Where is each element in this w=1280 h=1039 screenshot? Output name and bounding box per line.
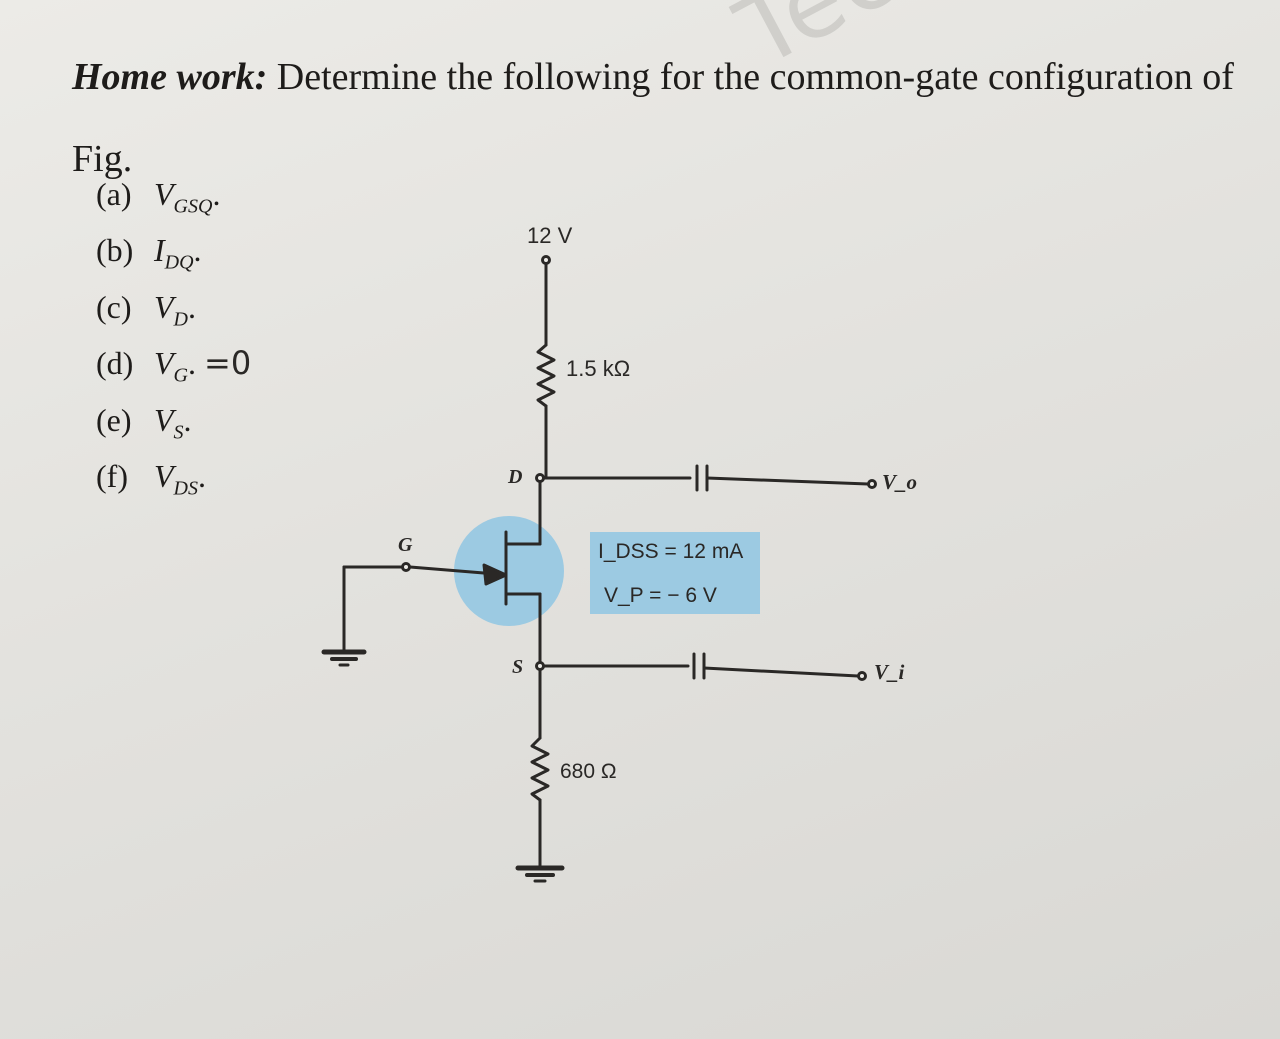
item-subscript: DS [173,477,198,500]
vp-label: V_P = − 6 V [604,584,717,607]
item-suffix: . [212,176,221,212]
problem-statement: Home work: Determine the following for t… [72,36,1262,200]
item-suffix: . [193,232,202,269]
item-subscript: GSQ [173,195,213,218]
drain-node-label: D [508,466,523,488]
item-suffix: . [183,401,192,438]
input-label: V_i [874,660,905,684]
item-subscript: DQ [164,251,194,274]
item-label: (c) [96,288,132,325]
item-symbol: I [154,232,165,269]
item-suffix: . [188,345,196,382]
source-node-label: S [512,656,524,678]
question-item: (e) VS. [96,398,251,454]
output-terminal [867,479,877,489]
question-list: (a)VGSQ. (b)IDQ. (c)VD. (d)VG. =0 (e)VS.… [96,172,251,510]
source-node [535,661,545,671]
idss-label: I_DSS = 12 mA [598,540,744,563]
item-label: (d) [96,345,134,382]
output-label: V_o [882,470,918,494]
gate-lead [408,565,498,576]
item-label: (e) [96,401,132,438]
params-highlight [590,532,760,614]
gate-arrow [482,563,508,586]
question-item: (f) VDS. [96,454,251,510]
input-terminal [857,671,867,681]
supply-label: 12 V [527,223,573,248]
item-label: (b) [96,232,134,269]
item-suffix: . [198,457,206,494]
drain-node [535,473,545,483]
source-resistor-label: 680 Ω [560,760,617,783]
item-subscript: G [173,364,188,387]
item-suffix: . [188,288,196,325]
input-wire [702,666,860,678]
supply-terminal [541,255,551,265]
item-subscript: D [173,308,188,331]
item-label: (f) [96,457,128,494]
handwritten-answer: =0 [204,344,252,383]
item-symbol: V [154,288,174,325]
heading-text: Determine the following for the common-g… [72,56,1234,180]
item-subscript: S [173,420,184,443]
gate-node-label: G [398,534,413,556]
question-item: (d) VG. =0 [96,341,251,397]
source-resistor [530,736,550,802]
item-symbol: V [154,345,174,382]
heading-label: Home work: [72,56,268,98]
item-symbol: V [154,176,174,212]
item-symbol: V [154,401,174,438]
item-symbol: V [154,457,174,494]
item-label: (a) [96,176,132,212]
question-item: (b) IDQ. [96,228,251,284]
question-item: (c) VD. [96,285,251,341]
drain-resistor-label: 1.5 kΩ [566,356,631,381]
gate-terminal [401,562,411,572]
output-wire [705,476,870,486]
question-item: (a) VGSQ. [96,172,251,228]
drain-resistor [536,343,556,408]
